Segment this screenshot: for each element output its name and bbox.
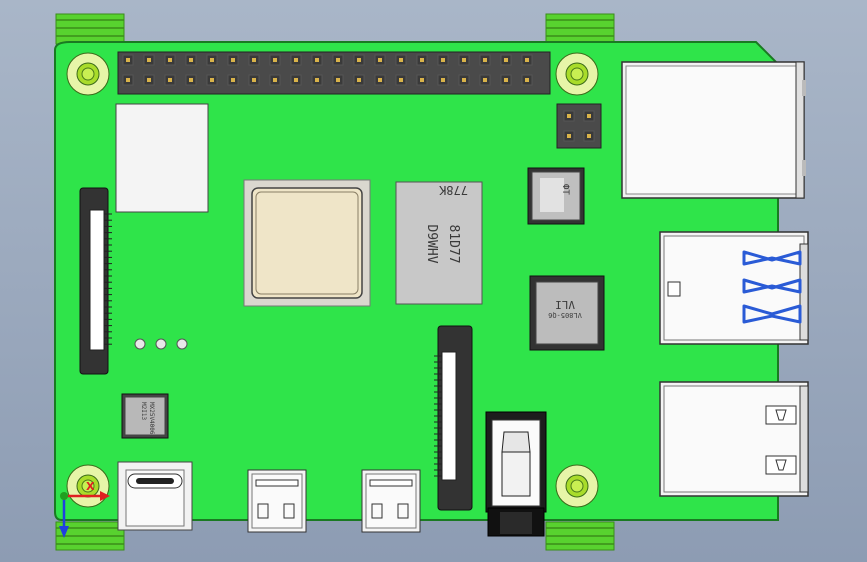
- qfn-chip-top: ФТ: [527, 167, 585, 225]
- gpio-pin: [504, 78, 508, 82]
- gpio-pin: [357, 78, 361, 82]
- gpio-pin: [315, 58, 319, 62]
- usb2-port: [659, 381, 809, 497]
- gpio-pin: [273, 58, 277, 62]
- ram-label-1: 778K: [438, 183, 468, 197]
- soc-chip: [243, 179, 371, 307]
- hdmi-slot: [369, 479, 413, 487]
- display-connector: [79, 187, 112, 375]
- gpio-pin: [126, 58, 130, 62]
- gpio-pin: [441, 58, 445, 62]
- hdmi-tabs: [257, 503, 295, 519]
- status-leds: [134, 338, 188, 350]
- hole-center: [81, 479, 95, 493]
- gpio-pin: [294, 58, 298, 62]
- gpio-pin: [378, 78, 382, 82]
- ram-chip: 778K D9WHV 81D77: [395, 181, 483, 305]
- gpio-pin: [525, 78, 529, 82]
- gpio-pin: [168, 78, 172, 82]
- gpio-pin: [504, 58, 508, 62]
- micro-hdmi-port-1: [361, 469, 421, 533]
- usb3-contact-0: [742, 250, 802, 266]
- gpio-pin: [189, 58, 193, 62]
- wifi-module-shield: [115, 103, 209, 213]
- gpio-pin: [210, 58, 214, 62]
- gpio-pin: [462, 78, 466, 82]
- usb-controller-chip: VL805-Q6 VLI: [529, 275, 605, 351]
- gpio-pin: [441, 78, 445, 82]
- camera-connector: [434, 325, 473, 511]
- holder-0: [55, 13, 125, 45]
- gpio-pin: [399, 58, 403, 62]
- gpio-pin: [231, 78, 235, 82]
- usb3-port: [659, 231, 809, 345]
- gpio-pin: [273, 78, 277, 82]
- audio-jack: [485, 411, 547, 537]
- gpio-pin: [168, 58, 172, 62]
- micro-hdmi-port-0: [247, 469, 307, 533]
- holder-1: [545, 13, 615, 45]
- gpio-pin: [357, 58, 361, 62]
- gpio-pin: [252, 78, 256, 82]
- gpio-pin: [462, 58, 466, 62]
- gpio-pin: [399, 78, 403, 82]
- qfp-label-2: VLI: [555, 298, 575, 311]
- small-pin: [587, 114, 591, 118]
- mounting-holes: [66, 52, 599, 508]
- gpio-pin: [231, 58, 235, 62]
- hole-center: [81, 67, 95, 81]
- gpio-pin: [420, 58, 424, 62]
- gpio-pin: [315, 78, 319, 82]
- hdmi-slot: [255, 479, 299, 487]
- usb-c-power-port: [117, 461, 193, 531]
- qfn-label: ФТ: [560, 184, 570, 195]
- ethernet-port: [621, 61, 806, 199]
- poe-header-pins: [563, 110, 595, 142]
- small-pin: [587, 134, 591, 138]
- usb3-contact-2: [742, 304, 802, 324]
- gpio-pin: [210, 78, 214, 82]
- hdmi-tabs: [371, 503, 409, 519]
- hole-center: [570, 67, 584, 81]
- gpio-pin: [525, 58, 529, 62]
- gpio-pin: [126, 78, 130, 82]
- qfp-label-1: VL805-Q6: [548, 311, 582, 319]
- ram-label-2: D9WHV: [424, 224, 439, 263]
- gpio-pin: [252, 58, 256, 62]
- gpio-pin: [336, 58, 340, 62]
- board-holders: [55, 13, 615, 551]
- axis-x-label: X: [86, 480, 95, 493]
- gpio-pin: [189, 78, 193, 82]
- gpio-pin: [147, 78, 151, 82]
- small-chip-label-1: MX25V4006: [148, 402, 155, 435]
- gpio-pin: [483, 58, 487, 62]
- gpio-pin: [294, 78, 298, 82]
- gpio-pin: [420, 78, 424, 82]
- gpio-pin: [483, 78, 487, 82]
- hole-center: [570, 479, 584, 493]
- axis-triad: X: [59, 480, 110, 538]
- gpio-pin: [336, 78, 340, 82]
- ram-label-3: 81D77: [446, 224, 461, 263]
- usb3-contact-1: [742, 278, 802, 294]
- gpio-pins: [122, 54, 533, 86]
- small-pin: [567, 134, 571, 138]
- gpio-pin: [378, 58, 382, 62]
- gpio-pin: [147, 58, 151, 62]
- small-chip: MX25V4006 M2I13: [121, 393, 169, 439]
- small-pin: [567, 114, 571, 118]
- small-chip-label-2: M2I13: [140, 402, 147, 420]
